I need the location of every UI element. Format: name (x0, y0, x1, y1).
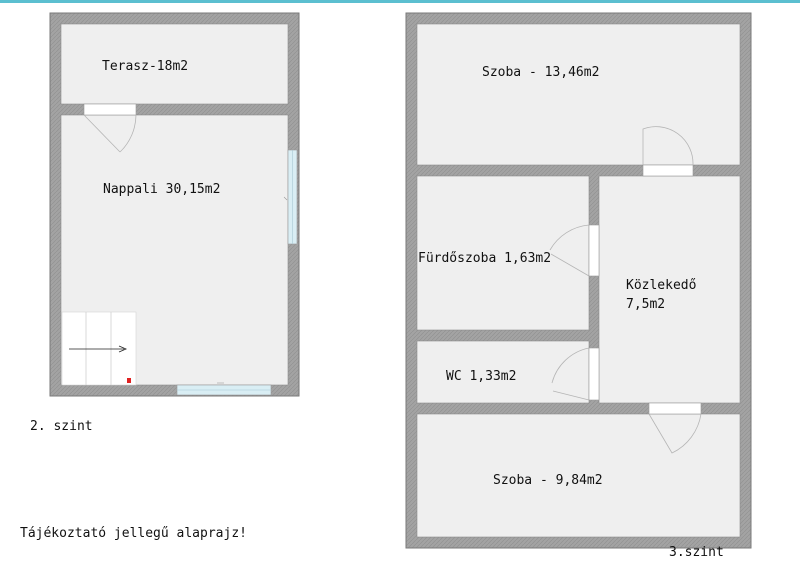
kozlekedo-room (598, 175, 741, 404)
szoba-bottom-room (416, 413, 741, 538)
kozlekedo-label-line2: 7,5m2 (626, 297, 665, 312)
terasz-door-opening (83, 103, 137, 116)
nappali-label: Nappali 30,15m2 (103, 182, 220, 197)
floor-3-level-label: 3.szint (669, 545, 724, 560)
szoba-top-door-opening (642, 164, 694, 177)
wc-label: WC 1,33m2 (446, 369, 516, 384)
floor-3-plan: Szoba - 13,46m2 Fürdőszoba 1,63m2 Közlek… (405, 12, 752, 549)
floor-2-level-label: 2. szint (30, 419, 93, 434)
szoba-top-door-swing (642, 126, 694, 166)
szoba-bottom-door-opening (648, 402, 702, 415)
wc-door-swing (551, 347, 590, 401)
furdoszoba-door-swing (549, 224, 590, 277)
szoba-bottom-door-swing (648, 413, 702, 454)
staircase (61, 311, 137, 386)
terasz-label: Terasz-18m2 (102, 59, 188, 74)
furdoszoba-door-opening (588, 224, 600, 277)
terasz-door-swing (83, 114, 137, 153)
furdoszoba-label: Fürdőszoba 1,63m2 (418, 251, 551, 266)
szoba-bottom-label: Szoba - 9,84m2 (493, 473, 603, 488)
terasz-room (60, 23, 289, 105)
kozlekedo-label-line1: Közlekedő (626, 278, 696, 293)
floor-2-plan: Terasz-18m2 Nappali 30,15m2 (49, 12, 300, 397)
top-accent-line (0, 0, 800, 3)
disclaimer-text: Tájékoztató jellegű alaprajz! (20, 526, 247, 541)
wc-door-opening (588, 347, 600, 401)
szoba-top-room (416, 23, 741, 166)
red-marker (127, 378, 131, 383)
szoba-top-label: Szoba - 13,46m2 (482, 65, 599, 80)
